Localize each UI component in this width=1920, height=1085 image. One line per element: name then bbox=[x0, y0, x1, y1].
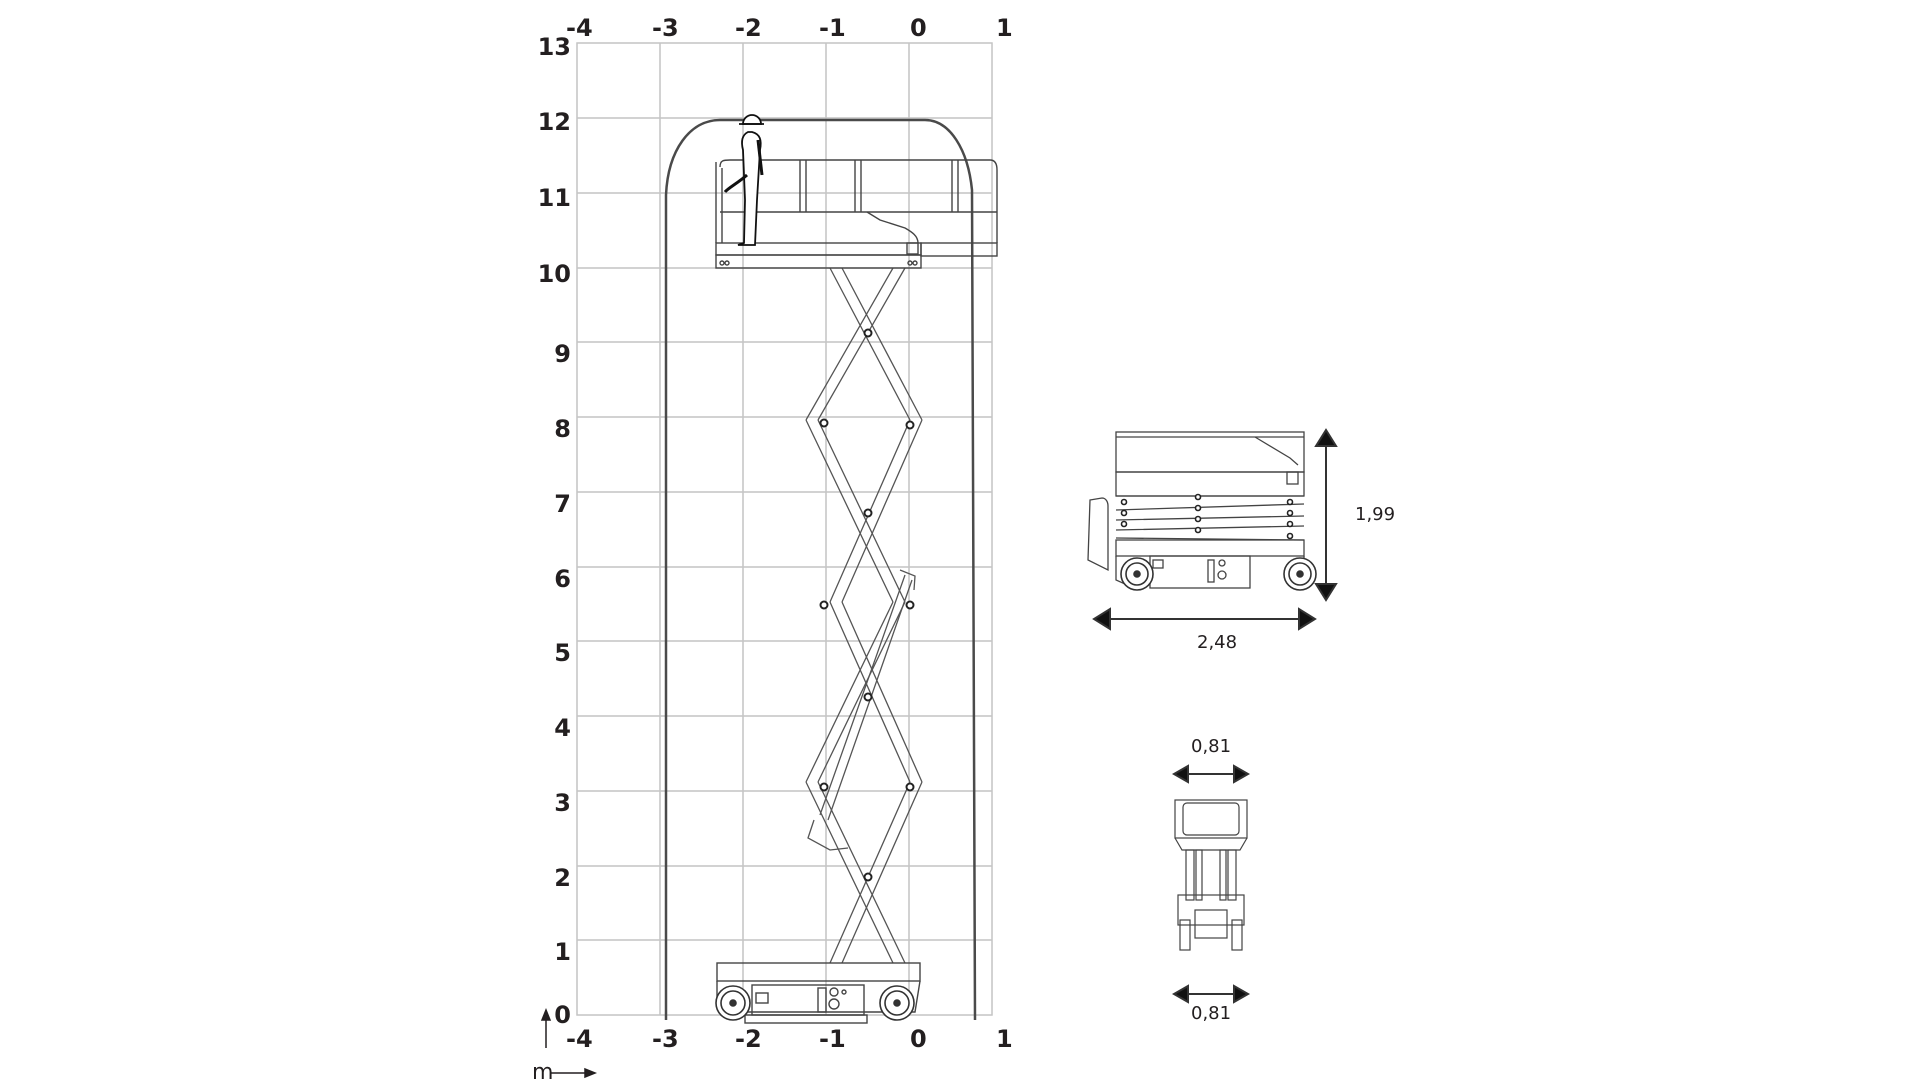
x-tick-top: 0 bbox=[910, 14, 927, 42]
y-tick: 2 bbox=[554, 864, 571, 892]
x-tick-bottom: -4 bbox=[566, 1025, 593, 1053]
raised-platform bbox=[715, 159, 998, 269]
x-tick-top: 1 bbox=[996, 14, 1013, 42]
x-tick-bottom: -2 bbox=[735, 1025, 762, 1053]
y-tick: 7 bbox=[554, 490, 571, 518]
x-tick-top: -3 bbox=[652, 14, 679, 42]
x-tick-bottom: 1 bbox=[996, 1025, 1013, 1053]
y-tick: 12 bbox=[537, 108, 571, 136]
x-tick-top: -4 bbox=[566, 14, 593, 42]
dimension-top-width-arrow bbox=[1171, 764, 1251, 784]
stowed-pins bbox=[1120, 493, 1294, 540]
y-tick: 9 bbox=[554, 340, 571, 368]
dimension-length-arrow bbox=[1092, 607, 1317, 631]
y-tick: 1 bbox=[554, 938, 571, 966]
stowed-length-label: 2,48 bbox=[1197, 632, 1238, 653]
y-tick: 8 bbox=[554, 415, 571, 443]
axis-unit-arrows bbox=[540, 1007, 598, 1079]
unit-label: m bbox=[532, 1060, 554, 1085]
stowed-wheels bbox=[1120, 557, 1317, 591]
end-view bbox=[1174, 799, 1248, 951]
scissor-pins bbox=[819, 328, 915, 882]
x-tick-bottom: 0 bbox=[910, 1025, 927, 1053]
y-tick: 6 bbox=[554, 565, 571, 593]
y-tick: 5 bbox=[554, 639, 571, 667]
x-tick-top: -2 bbox=[735, 14, 762, 42]
y-tick: 4 bbox=[554, 714, 571, 742]
dimension-height-arrow bbox=[1314, 428, 1338, 602]
y-tick: 0 bbox=[554, 1001, 571, 1029]
y-tick: 3 bbox=[554, 789, 571, 817]
y-tick: 10 bbox=[537, 260, 571, 288]
y-tick: 13 bbox=[537, 33, 571, 61]
x-tick-top: -1 bbox=[819, 14, 846, 42]
y-tick: 11 bbox=[537, 184, 571, 212]
x-tick-bottom: -3 bbox=[652, 1025, 679, 1053]
grid bbox=[576, 42, 993, 1016]
chassis-wheels bbox=[715, 985, 915, 1021]
bottom-width-label: 0,81 bbox=[1191, 1003, 1232, 1024]
scissor-arms bbox=[805, 267, 923, 964]
stowed-side-view bbox=[1087, 431, 1305, 589]
working-envelope bbox=[664, 118, 977, 1021]
stowed-height-label: 1,99 bbox=[1355, 504, 1396, 525]
operator-figure bbox=[723, 114, 764, 246]
dimension-bottom-width-arrow bbox=[1171, 984, 1251, 1004]
top-width-label: 0,81 bbox=[1191, 736, 1232, 757]
x-tick-bottom: -1 bbox=[819, 1025, 846, 1053]
